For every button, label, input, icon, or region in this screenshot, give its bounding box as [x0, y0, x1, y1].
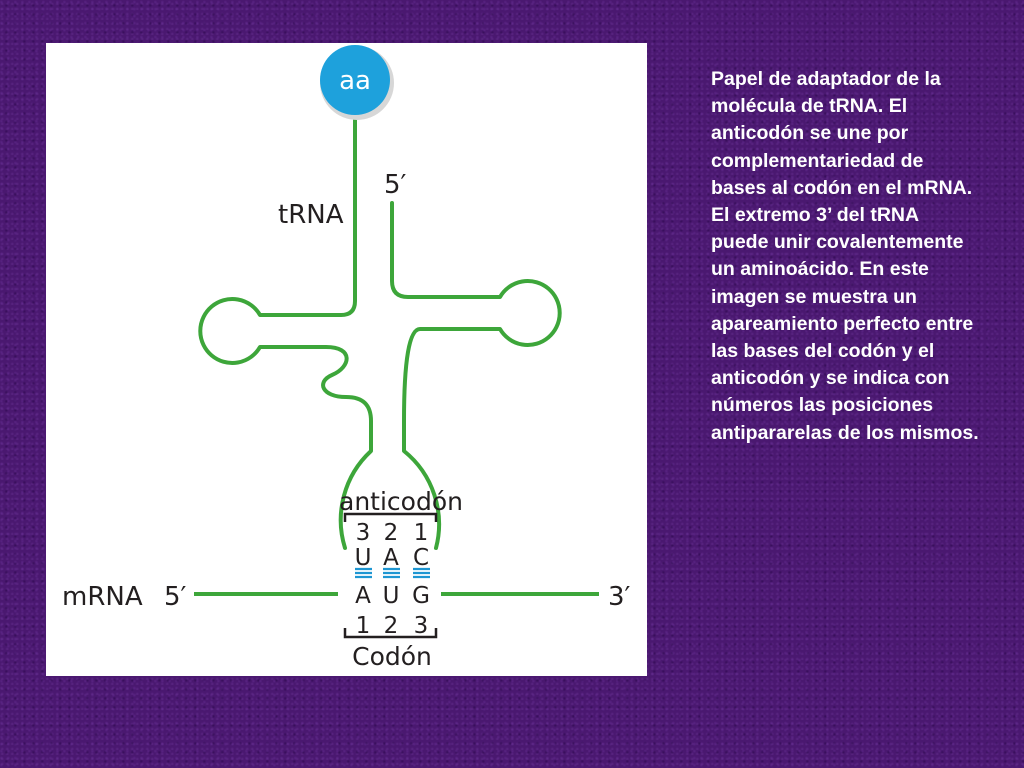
mrna-label: mRNA [62, 582, 143, 612]
codon-label: Codón [352, 642, 432, 671]
anticodon-bracket [343, 512, 438, 522]
trna-label: tRNA [278, 200, 344, 230]
mrna-five-prime-label: 5′ [164, 582, 187, 612]
anticodon-position-1: 1 [414, 520, 429, 546]
codon-base: A [355, 583, 371, 609]
amino-acid-label: aa [339, 66, 371, 96]
base-pair-marks [355, 567, 430, 579]
codon-bracket [343, 628, 438, 639]
codon-base: G [412, 583, 430, 609]
anticodon-base: C [413, 545, 429, 571]
amino-acid-circle [320, 45, 390, 115]
codon-position-3: 3 [414, 613, 429, 639]
codon-base: U [383, 583, 400, 609]
codon-position-1: 1 [356, 613, 371, 639]
codon-position-2: 2 [384, 613, 399, 639]
anticodon-position-3: 3 [356, 520, 371, 546]
mrna-three-prime-label: 3′ [608, 582, 631, 612]
trna-diagram-panel: aa tRNA 5′ anticodón 3 2 1 U A C A U G 1… [46, 43, 647, 676]
anticodon-label: anticodón [339, 487, 463, 516]
trna-strand [198, 106, 562, 550]
anticodon-base: A [383, 545, 399, 571]
anticodon-position-2: 2 [384, 520, 399, 546]
anticodon-base: U [355, 545, 372, 571]
caption-text: Papel de adaptador de la molécula de tRN… [711, 68, 979, 444]
trna-diagram: aa tRNA 5′ anticodón 3 2 1 U A C A U G 1… [62, 45, 631, 671]
trna-five-prime-label: 5′ [384, 170, 407, 200]
